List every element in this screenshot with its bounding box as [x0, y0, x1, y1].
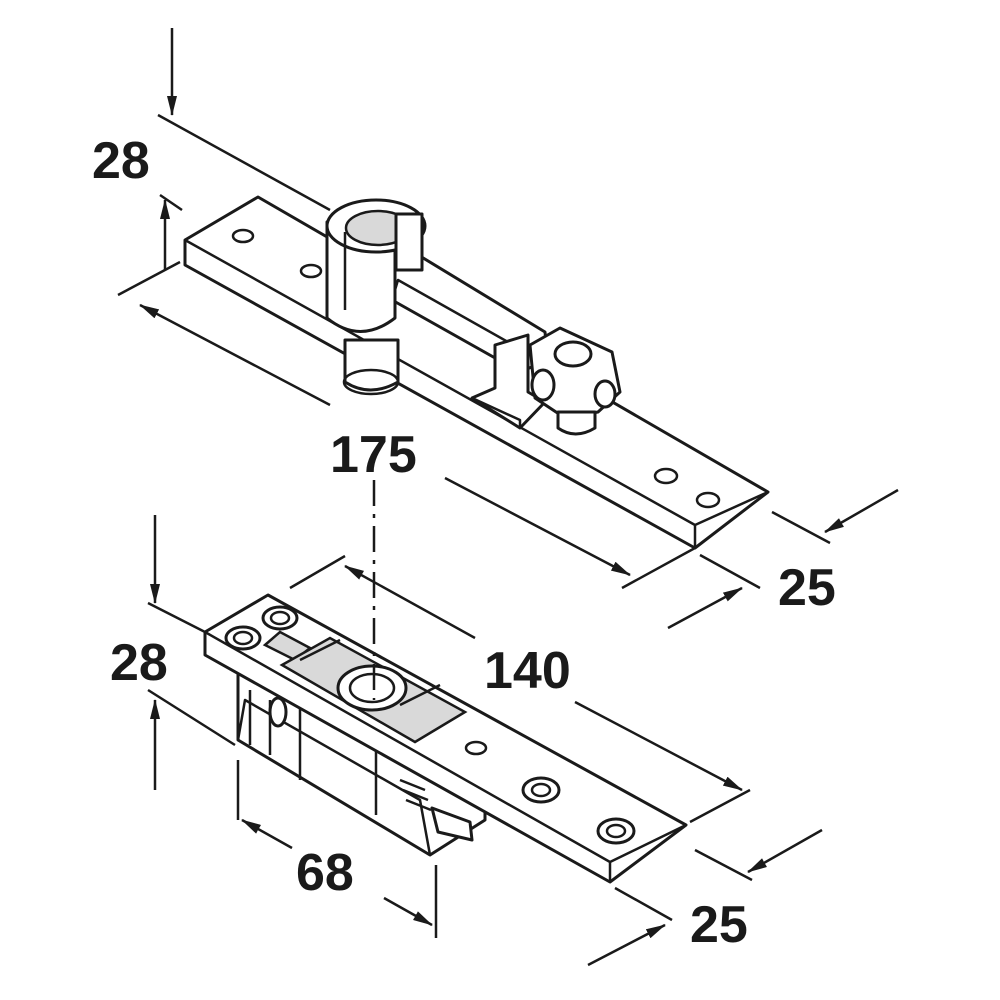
- top-height-extension-lower: [159, 193, 183, 212]
- top-width-arrow-1: [824, 488, 899, 534]
- bottom-plate-hole-inner: [232, 630, 254, 646]
- bottom-dimensions: [147, 515, 823, 967]
- bottom-length-extension-right: [689, 788, 751, 824]
- top-width-extension-right: [771, 510, 831, 545]
- top-height-label: 28: [92, 132, 150, 190]
- top-bracket: [470, 333, 547, 430]
- bottom-length-extension-left: [289, 554, 346, 590]
- top-length-label: 175: [330, 426, 417, 484]
- bottom-plate-hole: [521, 776, 561, 804]
- top-adjuster-side: [593, 379, 617, 409]
- top-adjuster-hole: [530, 368, 556, 402]
- bottom-box-tab: [430, 806, 474, 842]
- bottom-plate-hole: [464, 740, 488, 756]
- bottom-height-label: 28: [110, 634, 168, 692]
- bottom-depth-arrow-right: [383, 896, 433, 927]
- top-underpin: [343, 338, 400, 392]
- bottom-width-label: 25: [690, 896, 748, 954]
- top-length-extension-right: [621, 546, 696, 590]
- bottom-box-hole: [268, 696, 288, 728]
- bottom-depth-label: 68: [296, 844, 354, 902]
- bottom-width-arrow-1: [747, 828, 823, 874]
- bottom-pivot-socket: [336, 664, 408, 712]
- bottom-recess-walls: [299, 638, 441, 707]
- top-width-label: 25: [778, 559, 836, 617]
- top-plate-hole: [695, 491, 721, 509]
- top-adjuster-nut: [556, 410, 597, 436]
- top-height-extension-upper: [157, 113, 331, 212]
- top-width-arrow-2: [667, 586, 743, 630]
- top-length-arrow-left: [139, 303, 331, 407]
- top-cylinder-slot: [394, 212, 424, 272]
- top-width-extension-left: [699, 553, 761, 590]
- bottom-width-arrow-2: [587, 923, 666, 967]
- bottom-height-extension-lower: [147, 688, 236, 747]
- bottom-box-edge: [236, 698, 432, 856]
- top-dimensions: [117, 28, 899, 630]
- top-plate-hole: [231, 228, 255, 244]
- bottom-pivot-box: [203, 593, 688, 884]
- top-underpin-end: [342, 368, 400, 396]
- top-bracket-edge: [471, 396, 522, 428]
- top-adjuster-screw: [553, 340, 593, 368]
- bottom-plate-hole-inner: [269, 610, 291, 626]
- bottom-plate-hole-inner: [530, 782, 552, 798]
- bottom-plate-edge: [204, 630, 687, 882]
- bottom-length-arrow-left: [344, 564, 476, 640]
- top-plate-hole: [299, 263, 323, 279]
- bottom-plate-hole: [596, 817, 636, 845]
- bottom-plate-hole-inner: [605, 823, 627, 839]
- top-plate-edge: [184, 238, 769, 548]
- bottom-depth-arrow-left: [241, 818, 293, 850]
- bottom-plate-hole: [224, 625, 262, 651]
- bottom-pivot-socket-inner: [348, 672, 396, 704]
- top-plate-hole: [653, 467, 679, 485]
- bottom-box-ribs: [248, 690, 378, 815]
- top-length-arrow-right: [444, 476, 631, 577]
- top-length-extension-left: [117, 260, 181, 297]
- bottom-width-extension-right: [694, 848, 753, 882]
- top-pivot-assembly: [183, 195, 770, 550]
- bottom-length-arrow-right: [574, 700, 743, 792]
- bottom-plate-hole: [261, 605, 299, 631]
- bottom-box-spring: [399, 778, 432, 812]
- bottom-length-label: 140: [484, 642, 571, 700]
- bottom-width-extension-left: [614, 886, 673, 922]
- bottom-height-extension-upper: [147, 601, 206, 634]
